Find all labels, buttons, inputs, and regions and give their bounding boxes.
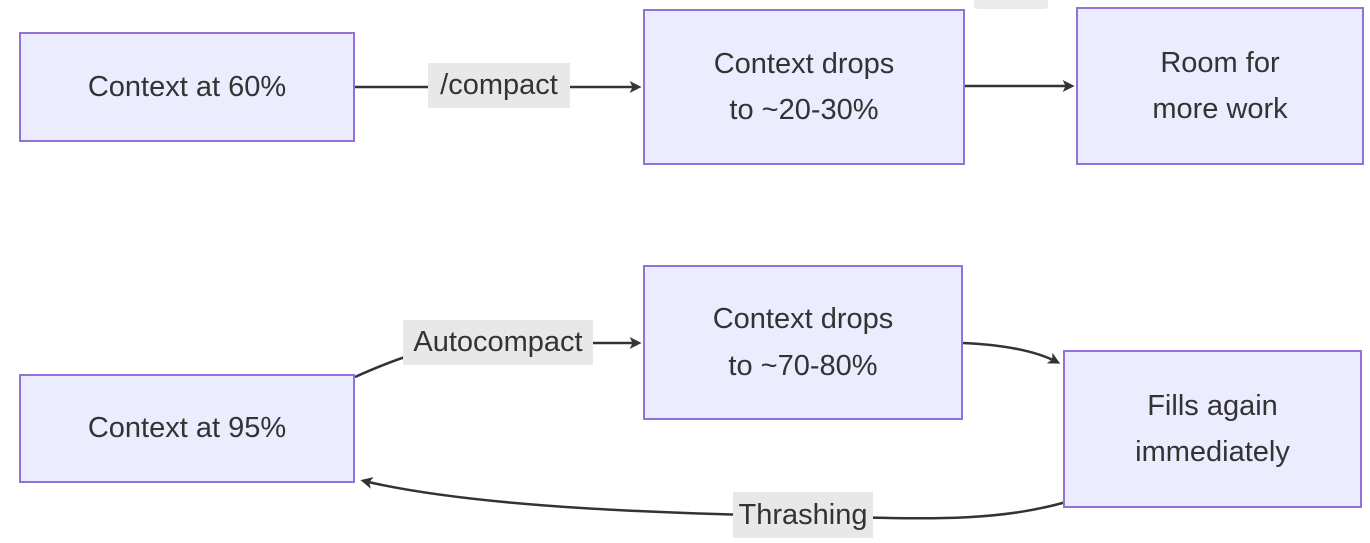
edge-label-thrashing: Thrashing <box>733 492 873 538</box>
node-room-for-more-work: Room for more work <box>1076 7 1364 165</box>
node-label-line1: Context drops <box>712 303 894 336</box>
node-label-line2: to ~20-30% <box>729 94 879 126</box>
cropped-edge-artifact <box>974 0 1048 9</box>
node-context-at-95: Context at 95% <box>19 374 355 483</box>
node-label: Context at 95% <box>87 412 287 445</box>
node-context-drops-70-80: Context drops to ~70-80% <box>643 265 963 420</box>
node-label: Context at 60% <box>87 70 287 103</box>
node-label-line2: more work <box>1152 93 1288 125</box>
node-context-drops-20-30: Context drops to ~20-30% <box>643 9 965 165</box>
edge-drops-to-fills-arrow <box>962 341 1061 364</box>
edge-thrashing-arrow <box>360 477 1067 520</box>
node-label-line1: Context drops <box>713 47 895 80</box>
node-label-line1: Room for <box>1160 46 1280 79</box>
node-label-line2: to ~70-80% <box>728 349 878 382</box>
node-fills-again-immediately: Fills again immediately <box>1063 350 1362 508</box>
node-context-at-60: Context at 60% <box>19 32 355 142</box>
edge-label-autocompact: Autocompact <box>403 320 593 365</box>
node-label-line2: immediately <box>1135 436 1290 468</box>
edge-label-compact: /compact <box>428 63 570 108</box>
node-label-line1: Fills again <box>1147 389 1278 422</box>
